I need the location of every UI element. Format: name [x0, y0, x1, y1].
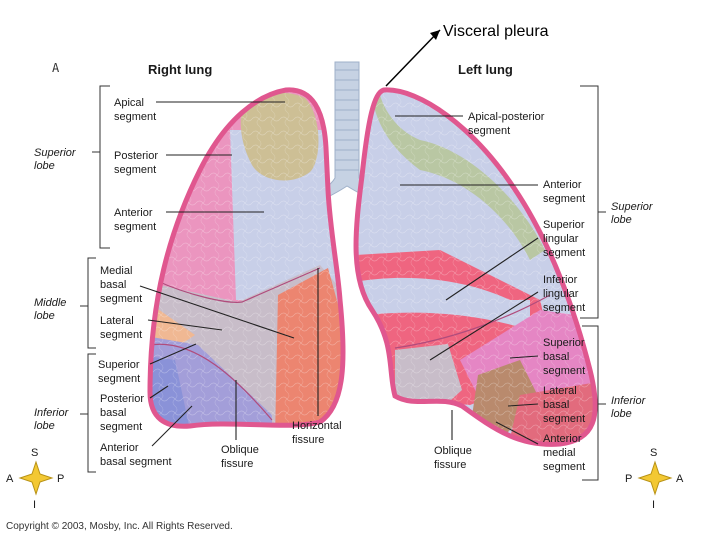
right-lung-title: Right lung [148, 62, 212, 77]
compass-right-right: A [676, 473, 684, 485]
compass-right-bottom: I [652, 499, 655, 511]
left-lung [340, 80, 610, 460]
compass-left-right: P [57, 473, 64, 485]
left-lung-title: Left lung [458, 62, 513, 77]
compass-right-left: P [625, 473, 632, 485]
right-superior-lobe-bracket [92, 86, 110, 248]
visceral-pleura-label: Visceral pleura [443, 23, 549, 40]
copyright-notice: Copyright © 2003, Mosby, Inc. All Rights… [6, 521, 233, 532]
visceral-pleura-arrow [386, 30, 440, 86]
compass-left-icon: S A P I [6, 447, 64, 511]
right-middle-lobe-bracket [80, 258, 96, 348]
compass-right-top: S [650, 447, 657, 459]
compass-left-bottom: I [33, 499, 36, 511]
compass-left-top: S [31, 447, 38, 459]
compass-right-icon: S P A I [625, 447, 684, 511]
compass-left-left: A [6, 473, 14, 485]
right-inferior-lobe-bracket [80, 354, 96, 472]
panel-letter: A [52, 61, 60, 75]
